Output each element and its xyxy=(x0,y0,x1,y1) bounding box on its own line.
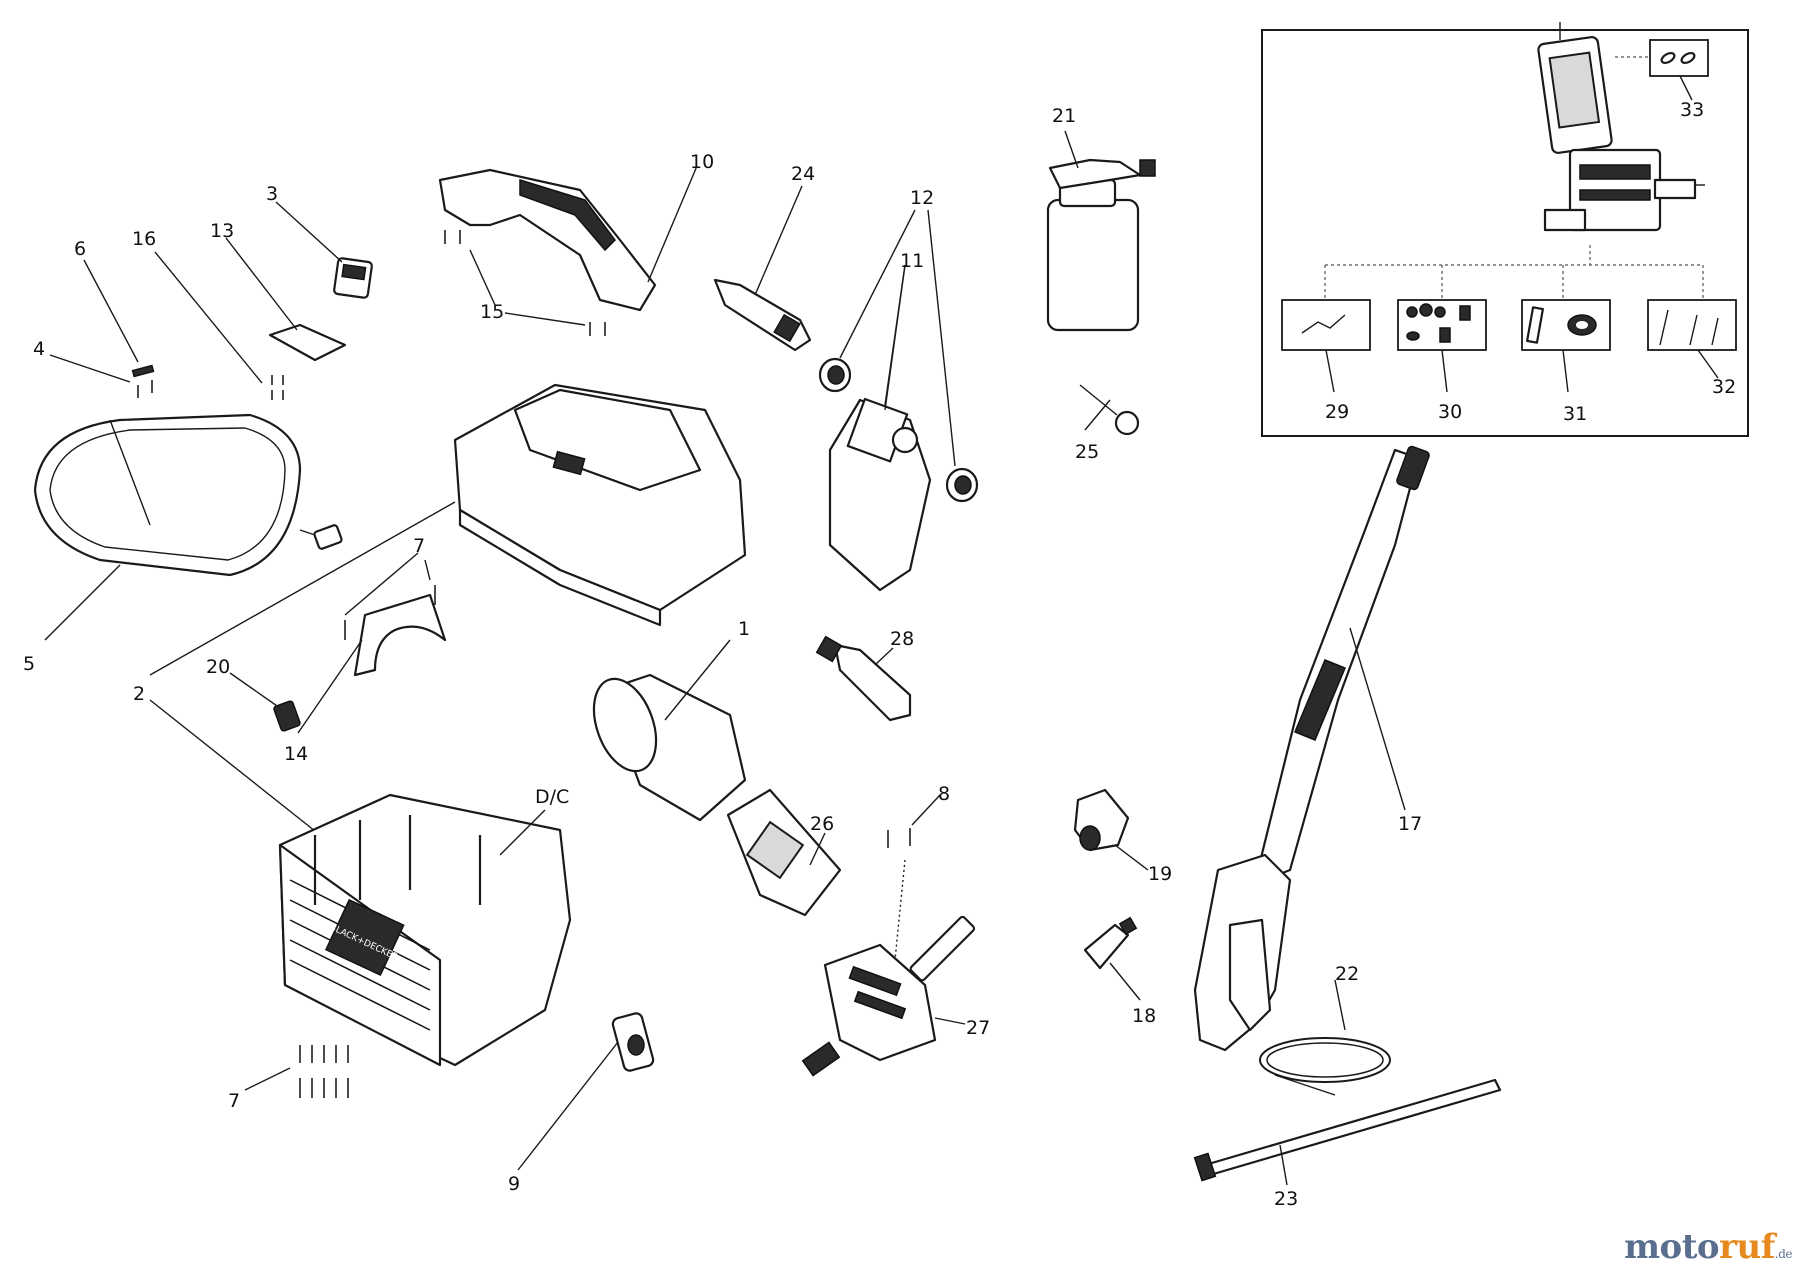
part-24-nozzle xyxy=(713,185,812,352)
part-6-strip xyxy=(83,259,155,378)
part-20-connector xyxy=(229,672,301,732)
part-10-handle xyxy=(438,165,698,312)
part-7-screws xyxy=(244,552,436,1098)
part-1-motor xyxy=(592,639,747,822)
part-12-caps xyxy=(818,209,979,503)
part-16-screws xyxy=(154,251,284,400)
label-9: 9 xyxy=(508,1173,520,1195)
part-19-hose-connector xyxy=(1073,788,1149,871)
part-4-screws xyxy=(49,354,153,398)
part-22-hose xyxy=(1259,979,1391,1096)
label-18: 18 xyxy=(1132,1005,1156,1027)
label-15: 15 xyxy=(480,301,504,323)
label-20: 20 xyxy=(206,656,230,678)
inset-pump-drawing xyxy=(1537,22,1705,232)
label-21: 21 xyxy=(1052,105,1076,127)
part-2-upper-housing xyxy=(149,383,747,836)
label-6: 6 xyxy=(74,238,86,260)
label-19: 19 xyxy=(1148,863,1172,885)
label-14: 14 xyxy=(284,743,308,765)
pump-detail-inset xyxy=(1261,22,1749,437)
part-21-detergent-bottle xyxy=(1046,130,1156,332)
part-18-quick-connector xyxy=(1083,916,1141,1001)
label-7-bottom: 7 xyxy=(228,1090,240,1112)
label-17: 17 xyxy=(1398,813,1422,835)
label-24: 24 xyxy=(791,163,815,185)
callout-numbers: 1 2 3 4 5 6 7 7 8 9 10 11 12 13 14 15 16… xyxy=(23,99,1736,1210)
label-5: 5 xyxy=(23,653,35,675)
label-26: 26 xyxy=(810,813,834,835)
part-5-power-cord xyxy=(33,413,343,641)
part-23-lance-extension xyxy=(1193,1078,1502,1186)
watermark-part2: ruf xyxy=(1719,1227,1775,1267)
label-1: 1 xyxy=(738,618,750,640)
label-31: 31 xyxy=(1563,403,1587,425)
label-10: 10 xyxy=(690,151,714,173)
part-28-nozzle xyxy=(815,635,912,722)
part-9-filter xyxy=(517,1012,655,1171)
inset-tree-connector xyxy=(1324,245,1704,300)
part-11-pump-bracket xyxy=(828,264,932,592)
label-4: 4 xyxy=(33,338,45,360)
label-22: 22 xyxy=(1335,963,1359,985)
part-dc-base: BLACK+DECKER xyxy=(278,793,572,1067)
part-29-clip xyxy=(1281,299,1371,393)
part-26-gear xyxy=(726,788,842,917)
watermark-part3: .de xyxy=(1774,1247,1793,1261)
label-27: 27 xyxy=(966,1017,990,1039)
label-25: 25 xyxy=(1075,441,1099,463)
label-11: 11 xyxy=(900,250,924,272)
watermark-logo: motoruf.de xyxy=(1624,1227,1792,1267)
part-3-switch xyxy=(275,201,373,299)
part-8-screws xyxy=(887,794,941,961)
label-12: 12 xyxy=(910,187,934,209)
label-32: 32 xyxy=(1712,376,1736,398)
label-3: 3 xyxy=(266,183,278,205)
label-33: 33 xyxy=(1680,99,1704,121)
part-27-pump xyxy=(801,915,976,1077)
part-30-seal-kit xyxy=(1397,299,1487,393)
label-13: 13 xyxy=(210,220,234,242)
part-31-valve-kit xyxy=(1521,299,1611,393)
gun-grip-ribs xyxy=(1294,659,1346,741)
label-28: 28 xyxy=(890,628,914,650)
part-14-hose-clamp xyxy=(297,593,447,734)
watermark-part1: moto xyxy=(1624,1227,1720,1267)
label-23: 23 xyxy=(1274,1188,1298,1210)
part-32-pins xyxy=(1647,299,1737,379)
label-16: 16 xyxy=(132,228,156,250)
part-17-spray-gun xyxy=(1193,445,1430,1052)
part-25-oring xyxy=(1079,384,1140,436)
label-7-top: 7 xyxy=(413,535,425,557)
label-2: 2 xyxy=(133,683,145,705)
part-7-screw-set-bottom xyxy=(244,1045,349,1098)
label-8: 8 xyxy=(938,783,950,805)
part-33-orings xyxy=(1615,39,1709,101)
part-13-bracket xyxy=(225,237,347,362)
label-29: 29 xyxy=(1325,401,1349,423)
label-dc: D/C xyxy=(535,786,569,808)
part-15-screws xyxy=(444,230,606,336)
label-30: 30 xyxy=(1438,401,1462,423)
